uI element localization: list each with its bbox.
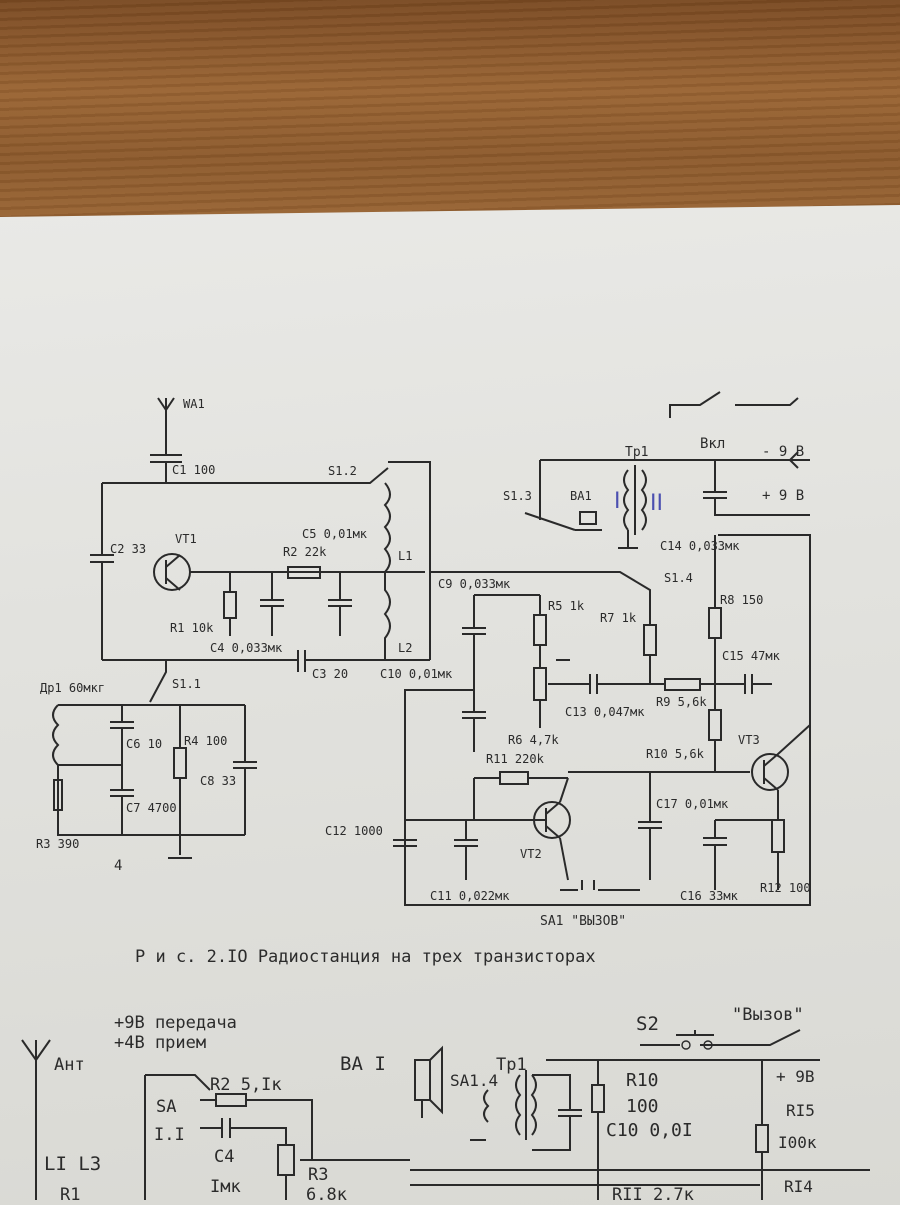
label-c4: C4 0,033мк <box>210 641 283 655</box>
label-winding-2: II <box>650 491 663 516</box>
label-vt2: VT2 <box>520 847 542 861</box>
label-plus-9v: + 9 В <box>762 488 804 504</box>
label-r10-lower: R10 <box>626 1070 659 1091</box>
label-plus-9v-lower: + 9В <box>776 1067 815 1086</box>
label-c13: C13 0,047мк <box>565 705 645 719</box>
label-ba: BA I <box>340 1053 386 1075</box>
label-c5: C5 0,01мк <box>302 527 368 541</box>
label-note-4: 4 <box>114 858 122 874</box>
label-r2-lower: R2 5,Iк <box>210 1075 282 1095</box>
label-sa14: SA1.4 <box>450 1071 498 1090</box>
label-c7: C7 4700 <box>126 801 177 815</box>
label-s13: S1.3 <box>503 489 532 503</box>
label-r1: R1 10k <box>170 621 214 635</box>
label-r4: R4 100 <box>184 734 227 748</box>
label-antenna: WA1 <box>183 397 205 411</box>
label-s11: S1.1 <box>172 677 201 691</box>
label-r10-value: 100 <box>626 1096 659 1117</box>
label-c2: C2 33 <box>110 542 146 556</box>
label-sa: SA <box>156 1097 176 1117</box>
label-r1-lower: R1 <box>60 1185 80 1200</box>
label-ri4: RI4 <box>784 1177 813 1196</box>
label-c17: C17 0,01мк <box>656 797 729 811</box>
label-c14: C14 0,033мк <box>660 539 740 553</box>
label-minus-9v: - 9 В <box>762 444 804 460</box>
upper-labels: WA1 C1 100 C2 33 VT1 R1 10k R2 22k C4 0,… <box>36 397 811 929</box>
label-c15: C15 47мк <box>722 649 781 663</box>
label-c9: C9 0,033мк <box>438 577 511 591</box>
label-rx: +4В прием <box>114 1033 206 1053</box>
label-r7: R7 1k <box>600 611 637 625</box>
label-r8: R8 150 <box>720 593 763 607</box>
label-ant: Ант <box>54 1055 85 1075</box>
label-sa1: SA1 "ВЫЗОВ" <box>540 914 626 929</box>
label-dr1: Др1 60мкг <box>40 681 105 695</box>
label-c12: C12 1000 <box>325 824 383 838</box>
label-r3-value: 6,8к <box>306 1185 347 1200</box>
label-l2: L2 <box>398 641 412 655</box>
lower-labels: +9В передача +4В прием S2 "Вызов" Ант BA… <box>44 1005 817 1200</box>
label-s2: S2 <box>636 1013 659 1035</box>
label-vyzov: "Вызов" <box>732 1005 804 1025</box>
upper-circuit-wires <box>52 391 811 906</box>
label-c6: C6 10 <box>126 737 162 751</box>
label-r5: R5 1k <box>548 599 585 613</box>
label-c10: C10 0,01мк <box>380 667 453 681</box>
label-c4-lower: C4 <box>214 1147 234 1167</box>
label-ri5: RI5 <box>786 1101 815 1120</box>
label-l1-l3: LI L3 <box>44 1153 101 1175</box>
label-r12: R12 100 <box>760 881 811 895</box>
label-c8: C8 33 <box>200 774 236 788</box>
label-r9: R9 5,6k <box>656 695 707 709</box>
label-r3: R3 390 <box>36 837 79 851</box>
label-r3-lower: R3 <box>308 1165 328 1185</box>
label-c11: C11 0,022мк <box>430 889 510 903</box>
label-imk: Iмк <box>210 1177 241 1197</box>
label-c16: C16 33мк <box>680 889 739 903</box>
label-tp1-lower: Тр1 <box>496 1055 527 1075</box>
figure-caption: Р и с. 2.IO Радиостанция на трех транзис… <box>135 947 596 967</box>
label-r6: R6 4,7k <box>508 733 559 747</box>
label-tx: +9В передача <box>114 1013 237 1033</box>
label-r10: R10 5,6k <box>646 747 705 761</box>
label-rii: RII 2,7к <box>612 1185 694 1200</box>
label-vkl: Вкл <box>700 436 725 452</box>
label-ba1: BA1 <box>570 489 592 503</box>
label-winding-1: I <box>614 489 621 514</box>
label-tp1: Тр1 <box>625 445 648 460</box>
label-vt1: VT1 <box>175 532 197 546</box>
label-c10-lower: C10 0,0I <box>606 1120 693 1141</box>
label-r2: R2 22k <box>283 545 327 559</box>
label-r11: R11 220k <box>486 752 545 766</box>
label-c1: C1 100 <box>172 463 215 477</box>
label-l1: L1 <box>398 549 412 563</box>
lower-circuit-wires <box>21 1029 870 1200</box>
label-ri5-value: I00к <box>778 1133 817 1152</box>
label-i1: I.I <box>154 1125 185 1145</box>
label-s12: S1.2 <box>328 464 357 478</box>
label-vt3: VT3 <box>738 733 760 747</box>
label-s14: S1.4 <box>664 571 693 585</box>
label-c3: C3 20 <box>312 667 348 681</box>
